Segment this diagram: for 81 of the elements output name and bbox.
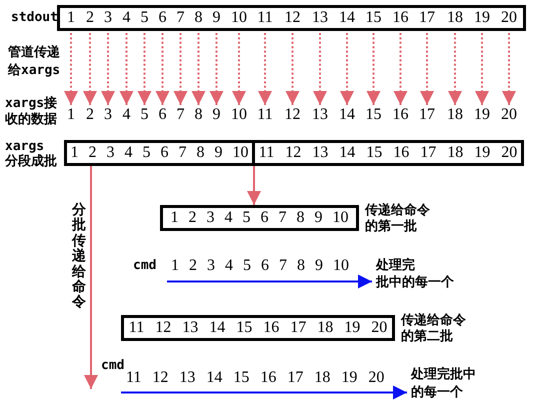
number-text: 3 [104,8,112,28]
number-text: 11 [257,105,273,125]
number-text: 13 [312,8,328,28]
number-text: 7 [176,8,184,28]
number-text: 12 [284,8,300,28]
number-text: 4 [122,8,130,28]
edge-label: 分批传递给命令 [72,203,86,311]
dotted-arrow [192,33,206,105]
number-text: 16 [392,8,408,28]
number-text: 9 [212,105,220,125]
number-text: 12 [284,105,300,125]
row-label: xargs接收的数据 [5,96,58,128]
number-text: 3 [104,105,112,125]
dotted-arrow [232,33,246,105]
number-text: 4 [122,105,130,125]
number-text: 5 [140,8,148,28]
number-text: 1 [67,105,75,125]
arrow [167,274,372,288]
row-heading: xargs分段成批 [5,139,58,169]
dotted-arrow [313,33,327,105]
number-text: 15 [366,8,382,28]
number-text: 10 [231,105,247,125]
arrow [247,166,261,205]
command-label: cmd [101,358,124,374]
dotted-arrow [64,33,78,105]
number-text: 2 [86,105,94,125]
dotted-arrow [475,33,489,105]
number-sequence: 1 2 3 4 5 6 7 8 9 10 [171,256,349,276]
number-text: 5 [140,105,148,125]
note-text: 处理完批中的每一个 [411,366,481,402]
box-caption: 传递给命令的第二批 [401,313,467,345]
batch-cell: 11 12 13 14 15 16 17 18 19 20 [255,143,521,163]
batch-cell: 1 2 3 4 5 6 7 8 9 10 [67,143,255,163]
number-text: 20 [501,105,517,125]
number-text: 16 [392,105,408,125]
note-text: 处理完批中的每一个 [376,257,460,291]
number-text: 2 [86,8,94,28]
number-text: 10 [231,8,247,28]
dotted-arrow [258,33,272,105]
dotted-arrow [366,33,380,105]
number-text: 15 [366,105,382,125]
number-text: 11 [257,8,273,28]
row-heading: stdout [11,10,58,26]
number-text: 6 [158,105,166,125]
number-sequence: 11 12 13 14 15 16 17 18 19 20 [126,368,384,388]
dotted-arrow [420,33,434,105]
dotted-arrow [101,33,115,105]
number-text: 8 [194,8,202,28]
box-caption: 传递给命令的第一批 [365,203,431,235]
batch-box: 1 2 3 4 5 6 7 8 9 10 [160,205,359,231]
dotted-arrow [138,33,152,105]
number-text: 8 [194,105,202,125]
dotted-arrow [83,33,97,105]
number-text: 17 [419,8,435,28]
dotted-arrow [210,33,224,105]
dotted-arrow [120,33,134,105]
dotted-arrow [502,33,516,105]
row-label: 管道传递给xargs [8,44,62,80]
dotted-arrow [286,33,300,105]
number-text: 13 [312,105,328,125]
number-text: 14 [339,8,355,28]
number-text: 18 [447,8,463,28]
number-text: 19 [474,105,490,125]
command-label: cmd [133,258,156,274]
number-text: 7 [176,105,184,125]
dotted-arrow [448,33,462,105]
number-text: 19 [474,8,490,28]
number-text: 9 [212,8,220,28]
dotted-arrow [174,33,188,105]
dotted-arrow [156,33,170,105]
batch-box: 11 12 13 14 15 16 17 18 19 20 [121,315,395,341]
number-text: 6 [158,8,166,28]
dotted-arrow [394,33,408,105]
number-text: 17 [419,105,435,125]
arrow [84,166,98,389]
number-text: 1 [67,8,75,28]
number-text: 14 [339,105,355,125]
number-text: 18 [447,105,463,125]
arrow [121,386,407,400]
dotted-arrow [340,33,354,105]
number-text: 20 [501,8,517,28]
